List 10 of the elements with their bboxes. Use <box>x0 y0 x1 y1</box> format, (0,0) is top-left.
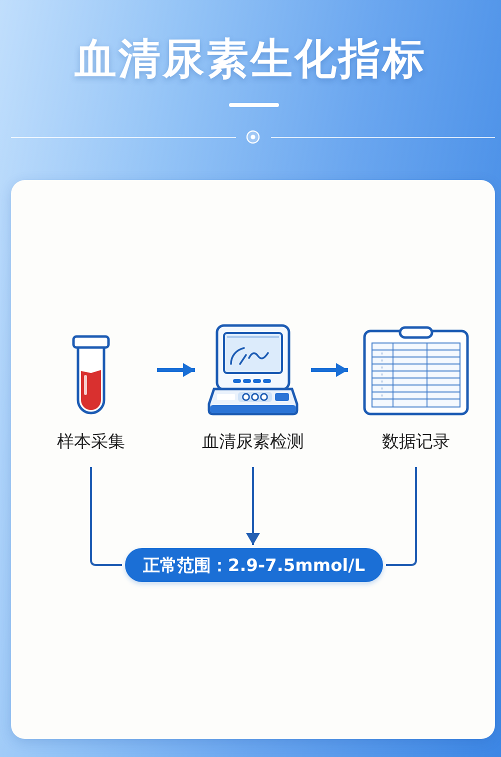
node-label: 数据记录 <box>382 432 450 452</box>
arrow <box>311 363 348 377</box>
node-label: 血清尿素检测 <box>202 432 304 452</box>
arrow <box>157 363 195 377</box>
node-label: 样本采集 <box>57 432 125 452</box>
title: 血清尿素生化指标 <box>74 33 426 85</box>
range-banner: 正常范围：2.9-7.5mmol/L <box>125 548 383 582</box>
connector-line <box>386 467 417 566</box>
arrow <box>246 467 260 545</box>
connector-line <box>90 467 122 566</box>
